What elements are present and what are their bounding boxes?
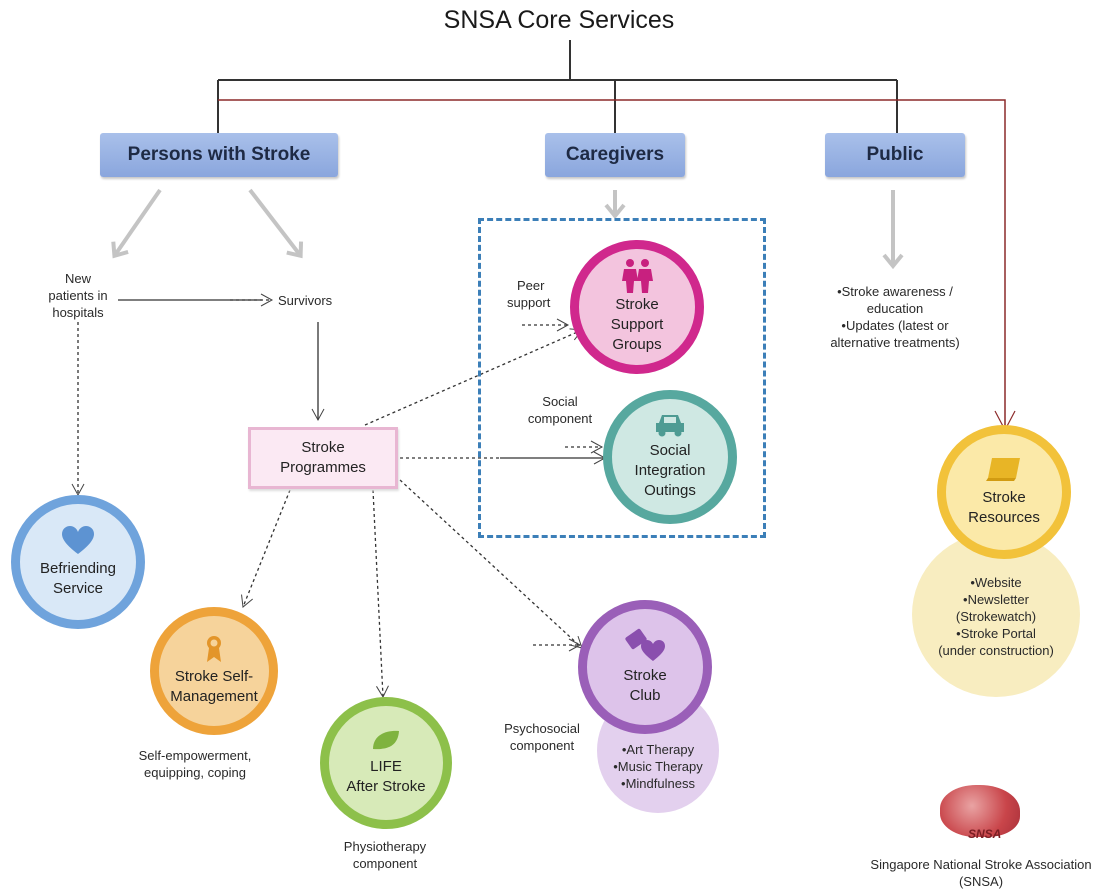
resources-list: •Website •Newsletter (Strokewatch) •Stro…	[938, 575, 1054, 658]
caregivers-frame	[478, 218, 766, 538]
book-icon	[986, 458, 1020, 481]
new-patients-label: New patients in hospitals	[48, 271, 108, 320]
stroke-club-circle: Stroke Club	[578, 600, 712, 734]
logo-caption: Singapore National Stroke Association (S…	[870, 857, 1092, 889]
heart-icon	[62, 526, 94, 554]
social-component-label: Social component	[527, 394, 593, 426]
tree-lines	[217, 40, 898, 135]
ribbon-icon	[207, 636, 221, 662]
public-info-text: •Stroke awareness / education •Updates (…	[830, 284, 960, 350]
car-icon	[656, 415, 684, 437]
life-after-stroke-circle: LIFE After Stroke	[320, 697, 452, 829]
stroke-support-groups-circle: Stroke Support Groups	[570, 240, 704, 374]
survivors-label: Survivors	[276, 292, 335, 309]
snsa-logo: SNSA	[940, 785, 1020, 847]
stroke-self-management-circle: Stroke Self- Management	[150, 607, 278, 735]
stroke-programmes-box: Stroke Programmes	[248, 427, 398, 489]
physiotherapy-note: Physiotherapy component	[343, 839, 427, 871]
people-icon	[622, 259, 653, 293]
social-integration-outings-circle: Social Integration Outings	[603, 390, 737, 524]
resources-list-bubble	[912, 532, 1080, 697]
logo-mark: SNSA	[968, 827, 1002, 841]
stroke-resources-circle: Stroke Resources	[937, 425, 1071, 559]
self-management-note: Self-empowerment, equipping, coping	[138, 748, 252, 780]
diagram-title: SNSA Core Services	[443, 6, 675, 34]
peer-support-label: Peer support	[507, 278, 551, 310]
puzzle-heart-icon	[625, 628, 665, 661]
resources-line	[218, 99, 1016, 432]
befriending-service-circle: Befriending Service	[11, 495, 145, 629]
leaf-icon	[373, 730, 399, 750]
persons-with-stroke-box: Persons with Stroke	[100, 133, 338, 177]
club-activities-list: •Art Therapy •Music Therapy •Mindfulness	[613, 742, 703, 791]
brain-logo-icon	[940, 785, 1020, 837]
psychosocial-label: Psychosocial component	[504, 721, 580, 753]
caregivers-box: Caregivers	[545, 133, 685, 177]
public-box: Public	[825, 133, 965, 177]
